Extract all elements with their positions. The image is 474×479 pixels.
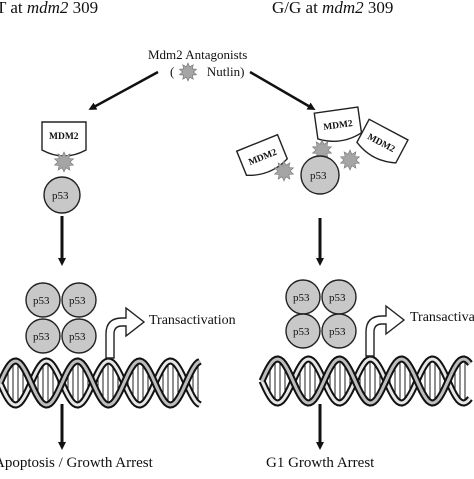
dna-strand-highlight [260, 357, 472, 405]
p53-circle [25, 318, 61, 354]
transactivation-arrow-right [365, 304, 406, 357]
dna-strand-highlight [260, 357, 472, 405]
p53-label: p53 [310, 170, 327, 182]
outcome-left: Apoptosis / Growth Arrest [0, 455, 153, 471]
p53-circle [300, 155, 340, 195]
header-left-prefix: T at [0, 0, 23, 17]
antagonists-drug-line: ( Nutlin) [170, 64, 244, 80]
p53-label: p53 [69, 331, 86, 343]
nutlin-star-icon [339, 149, 361, 171]
header-right: G/G at mdm2 309 [272, 0, 393, 18]
p53-label: p53 [329, 326, 346, 338]
p53-label: p53 [69, 295, 86, 307]
p53-label: p53 [52, 190, 69, 202]
header-left-gene: mdm2 [26, 0, 69, 17]
p53-tetramer-left: p53 p53 p53 p53 [25, 282, 97, 354]
arrow-to-left [88, 70, 159, 110]
header-left: T at mdm2 309 [0, 0, 98, 18]
p53-circle [61, 282, 97, 318]
header-right-prefix: G/G at [272, 0, 323, 17]
header-right-suffix: 309 [363, 0, 394, 17]
p53-circle [321, 313, 357, 349]
transactivation-label-right: Transactiva [410, 310, 474, 325]
antagonists-title: Mdm2 Antagonists [148, 47, 248, 62]
dna-strand-highlight [0, 359, 201, 407]
left-mdm2-p53-complex: MDM2 p53 [41, 121, 87, 214]
antagonists-drug: Nutlin) [206, 64, 245, 79]
mdm2-label: MDM2 [49, 132, 79, 142]
p53-label: p53 [33, 295, 50, 307]
mdm2-cap-right-3 [356, 118, 409, 164]
p53-circle [285, 313, 321, 349]
mdm2-label: MDM2 [323, 119, 354, 133]
right-mdm2-p53-complex: MDM2 MDM2 MDM2 p53 [235, 106, 409, 195]
dna-helix-left [0, 357, 202, 409]
arrow-to-right [249, 70, 316, 111]
p53-tetramer-right: p53 p53 p53 p53 [285, 279, 357, 349]
dna-strand-highlight [0, 359, 201, 407]
p53-label: p53 [329, 292, 346, 304]
header-left-suffix: 309 [68, 0, 99, 17]
header-right-gene: mdm2 [322, 0, 364, 17]
p53-label: p53 [293, 292, 310, 304]
nutlin-legend-star-icon [178, 62, 198, 82]
p53-label: p53 [33, 331, 50, 343]
p53-circle [61, 318, 97, 354]
transactivation-arrow-left [105, 306, 146, 359]
mdm2-cap-right-1 [235, 133, 289, 176]
antagonists-paren: ( [170, 64, 175, 79]
nutlin-star-icon [53, 151, 75, 173]
p53-label: p53 [293, 326, 310, 338]
outcome-right: G1 Growth Arrest [266, 455, 375, 471]
p53-circle [43, 176, 81, 214]
nutlin-star-icon [273, 160, 295, 182]
dna-helix-right [258, 355, 473, 407]
transactivation-label-left: Transactivation [149, 313, 236, 328]
p53-circle [25, 282, 61, 318]
